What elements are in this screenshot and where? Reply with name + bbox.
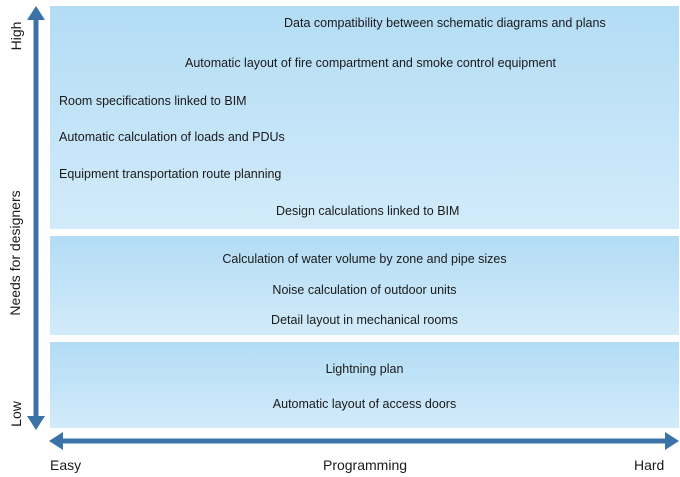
item-mechanical-rooms: Detail layout in mechanical rooms (271, 313, 458, 327)
item-lightning-plan: Lightning plan (325, 362, 404, 376)
item-room-specifications: Room specifications linked to BIM (59, 94, 247, 108)
y-axis-arrow (27, 6, 45, 430)
x-axis-easy-label: Easy (50, 457, 82, 473)
band-mid-needs: Calculation of water volume by zone and … (50, 236, 679, 335)
x-axis-arrow (49, 432, 679, 450)
item-water-volume: Calculation of water volume by zone and … (222, 252, 507, 266)
item-data-compatibility: Data compatibility between schematic dia… (284, 16, 606, 30)
y-axis-low-label: Low (8, 401, 24, 427)
x-axis-title: Programming (322, 457, 408, 473)
x-axis-hard-label: Hard (634, 457, 665, 473)
band-high-needs: Data compatibility between schematic dia… (50, 6, 679, 229)
item-fire-compartment-layout: Automatic layout of fire compartment and… (185, 56, 557, 70)
y-axis-high-label: High (8, 21, 24, 51)
item-access-doors: Automatic layout of access doors (272, 397, 457, 411)
band-low-needs: Lightning plan Automatic layout of acces… (50, 342, 679, 428)
item-design-calculations: Design calculations linked to BIM (276, 204, 460, 218)
y-axis-title: Needs for designers (7, 190, 23, 316)
item-transport-route: Equipment transportation route planning (59, 167, 282, 181)
item-loads-pdus: Automatic calculation of loads and PDUs (59, 130, 285, 144)
item-noise-calculation: Noise calculation of outdoor units (272, 283, 457, 297)
